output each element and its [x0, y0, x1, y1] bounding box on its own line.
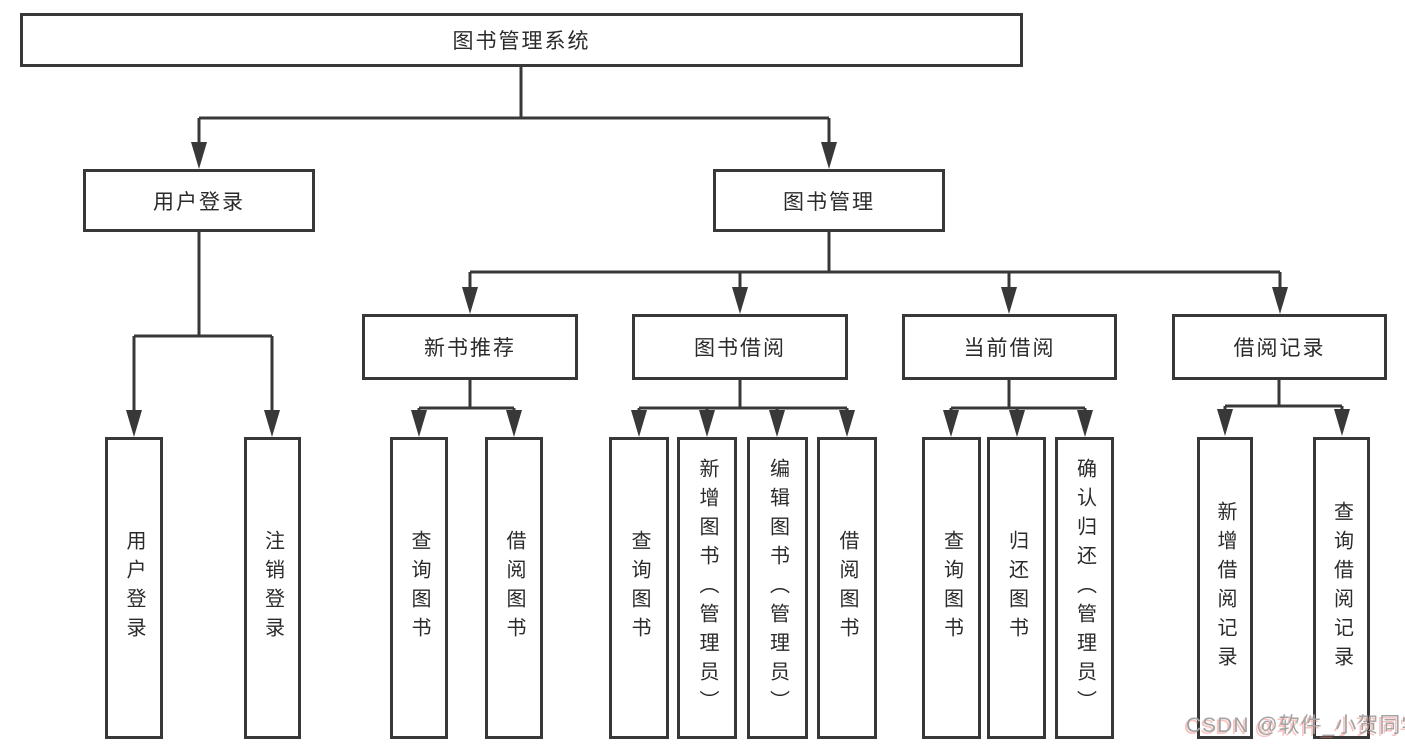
leaf-query-books-recommend: 查询图书: [390, 437, 448, 739]
arrow-down-icon: [943, 410, 959, 437]
leaf-add-books-admin: 新增图书（管理员）: [677, 437, 737, 739]
arrow-down-icon: [1217, 409, 1233, 436]
arrow-down-icon: [506, 410, 522, 437]
leaf-label: 借阅图书: [503, 530, 525, 646]
arrow-down-icon: [1009, 410, 1025, 437]
edge-user-login-children: [126, 232, 280, 437]
arrow-down-icon: [126, 410, 142, 437]
leaf-label: 查询图书: [408, 530, 430, 646]
arrow-down-icon: [191, 142, 207, 169]
node-borrow-records: 借阅记录: [1172, 314, 1387, 380]
arrow-down-icon: [1001, 287, 1017, 314]
node-user-login: 用户登录: [83, 169, 315, 232]
arrow-down-icon: [1077, 410, 1093, 437]
leaf-query-books-current: 查询图书: [922, 437, 981, 739]
leaf-return-books: 归还图书: [987, 437, 1046, 739]
leaf-label: 借阅图书: [836, 530, 858, 646]
edge-root-to-level2: [191, 67, 837, 169]
arrow-down-icon: [732, 287, 748, 314]
edge-new-book-rec-children: [411, 378, 522, 437]
node-library-system: 图书管理系统: [20, 13, 1023, 67]
leaf-label: 注销登录: [261, 530, 284, 646]
arrow-down-icon: [1272, 287, 1288, 314]
node-book-management: 图书管理: [713, 169, 945, 232]
leaf-query-books-borrowing: 查询图书: [609, 437, 669, 739]
arrow-down-icon: [411, 410, 427, 437]
arrow-down-icon: [821, 142, 837, 169]
arrow-down-icon: [699, 410, 715, 437]
arrow-down-icon: [462, 287, 478, 314]
leaf-label: 用户登录: [123, 530, 145, 646]
node-book-borrowing: 图书借阅: [632, 314, 848, 380]
leaf-borrow-books: 借阅图书: [817, 437, 877, 739]
leaf-label: 查询图书: [940, 530, 963, 646]
leaf-query-borrow-record: 查询借阅记录: [1313, 437, 1370, 739]
leaf-label: 归还图书: [1005, 530, 1028, 646]
leaf-confirm-return-admin: 确认归还（管理员）: [1055, 437, 1114, 739]
leaf-user-login: 用户登录: [105, 437, 163, 739]
edge-book-mgmt-children: [462, 232, 1288, 314]
leaf-label: 新增借阅记录: [1214, 501, 1236, 675]
edge-book-borrow-children: [631, 378, 855, 437]
leaf-edit-books-admin: 编辑图书（管理员）: [747, 437, 808, 739]
arrow-down-icon: [1334, 409, 1350, 436]
leaf-borrow-books-recommend: 借阅图书: [485, 437, 543, 739]
arrow-down-icon: [769, 410, 785, 437]
csdn-watermark: CSDN @软件_小贺同学: [1186, 714, 1405, 737]
node-current-borrowing: 当前借阅: [902, 314, 1117, 380]
node-new-book-recommend: 新书推荐: [362, 314, 578, 380]
edge-current-borrow-children: [943, 378, 1093, 437]
leaf-label: 确认归还（管理员）: [1073, 457, 1096, 719]
leaf-label: 新增图书（管理员）: [696, 457, 718, 719]
leaf-label: 查询借阅记录: [1330, 501, 1353, 675]
arrow-down-icon: [631, 410, 647, 437]
leaf-label: 查询图书: [628, 530, 650, 646]
arrow-down-icon: [264, 410, 280, 437]
leaf-logout: 注销登录: [244, 437, 301, 739]
leaf-add-borrow-record: 新增借阅记录: [1197, 437, 1253, 739]
edge-borrow-records-children: [1217, 378, 1350, 436]
leaf-label: 编辑图书（管理员）: [766, 457, 789, 719]
arrow-down-icon: [839, 410, 855, 437]
